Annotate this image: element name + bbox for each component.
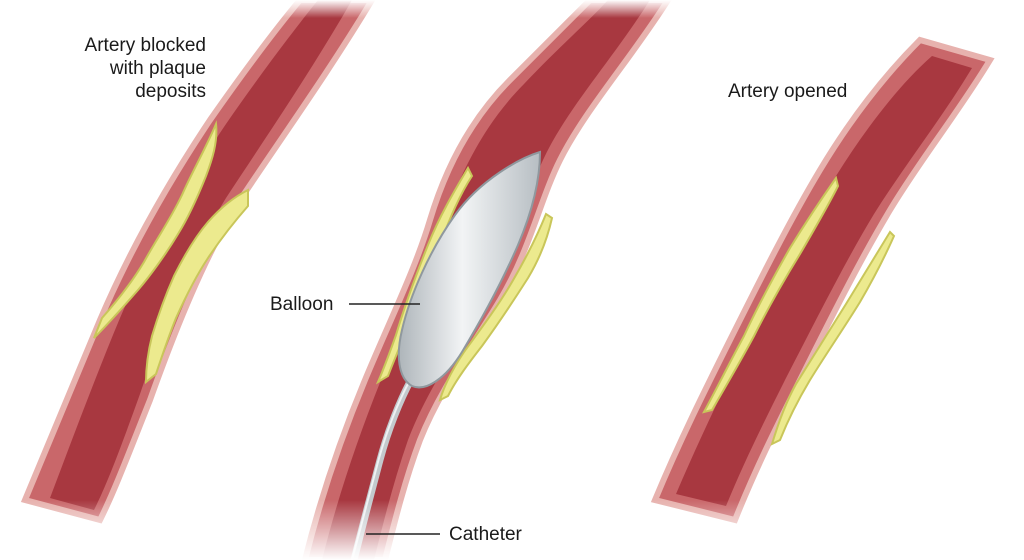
label-artery-opened: Artery opened	[728, 81, 848, 102]
label-catheter: Catheter	[449, 524, 522, 545]
plaque-deposit-right	[144, 188, 249, 385]
plaque-flattened-left	[702, 175, 840, 414]
artery-opened-lumen	[676, 56, 972, 506]
label-balloon: Balloon	[270, 294, 334, 315]
artery-blocked-lumen	[50, 0, 352, 510]
artery-blocked	[20, 0, 376, 524]
label-artery-blocked: Artery blocked with plaque deposits	[40, 34, 206, 103]
artery-balloon	[301, 0, 672, 560]
label-artery-blocked-line-1: Artery blocked	[84, 35, 206, 56]
plaque-deposit-left	[93, 120, 218, 339]
label-artery-blocked-line-2: with plaque	[109, 58, 206, 79]
plaque-compressed-right	[438, 212, 554, 402]
artery-opened	[650, 36, 995, 524]
balloon	[397, 150, 542, 389]
label-artery-blocked-line-3: deposits	[135, 81, 206, 102]
plaque-flattened-right	[770, 230, 896, 446]
fade-top	[0, 0, 1024, 18]
fade-bottom	[0, 500, 1024, 560]
